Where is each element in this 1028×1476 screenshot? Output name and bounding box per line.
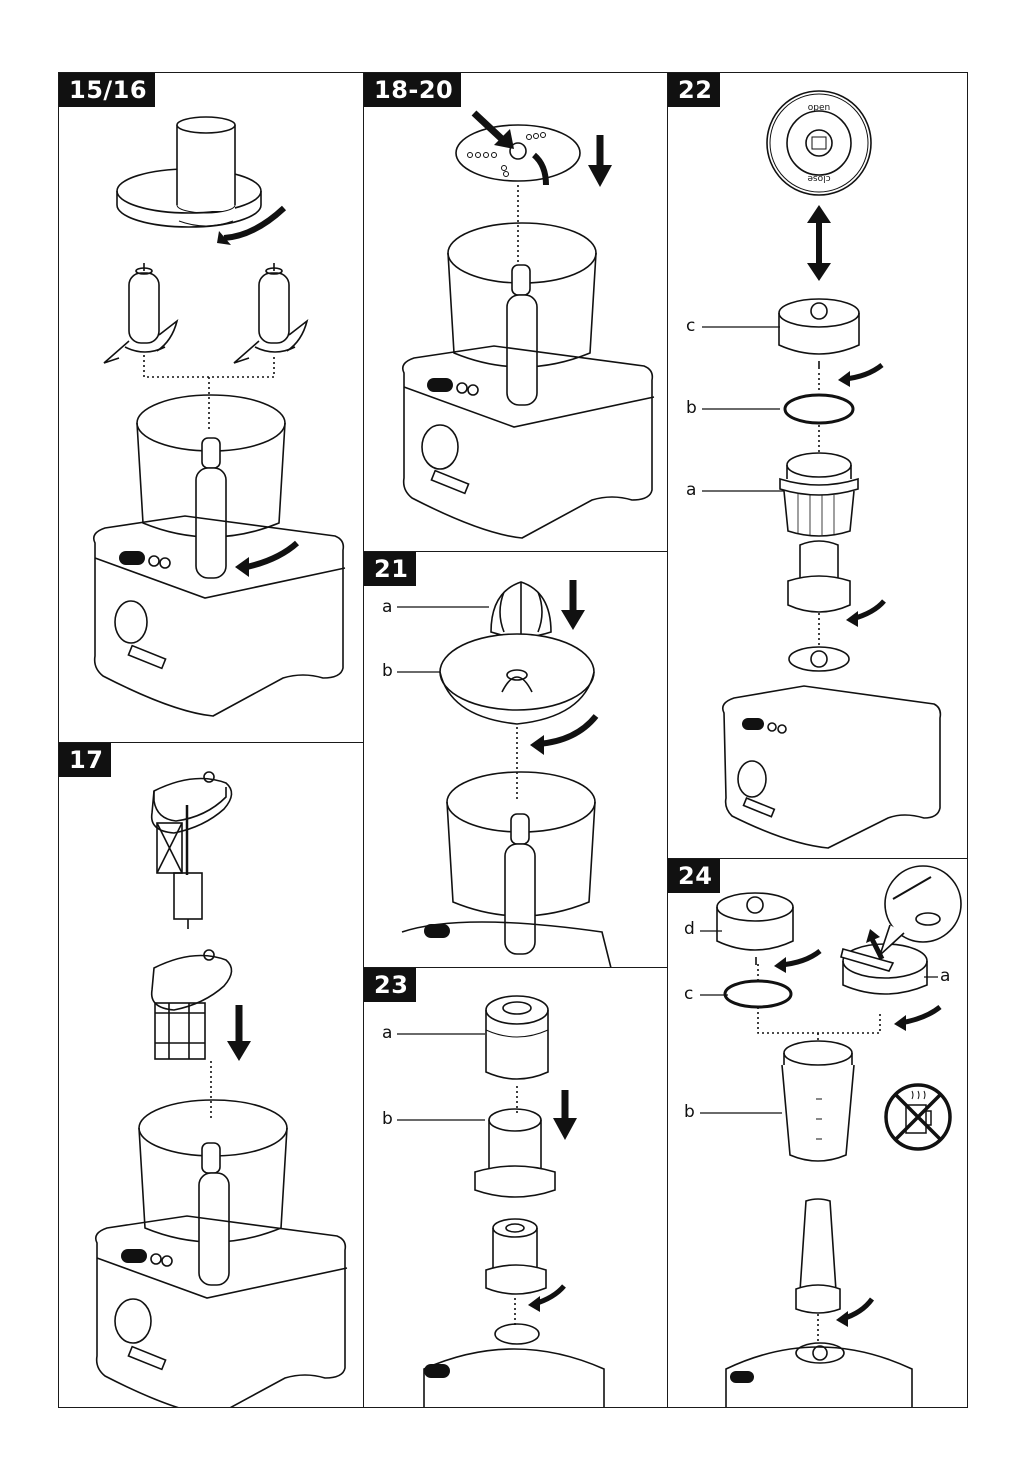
panel-step-18-20: 18-20 (363, 72, 668, 552)
rotate-arrow-icon (223, 205, 287, 241)
chopping-blade-icon (233, 263, 309, 364)
grinder-lid-icon (485, 995, 549, 1080)
sealing-ring-icon (783, 393, 855, 425)
food-processor-base-icon (94, 1215, 348, 1407)
grinder-assembled-icon (485, 1218, 547, 1295)
panel-step-21: 21 a b (363, 551, 668, 968)
grinder-jar-icon (474, 1108, 556, 1198)
panel-step-23: 23 a b (363, 967, 668, 1408)
blender-bottle-icon (781, 1040, 855, 1162)
mixing-bowl-icon (138, 1099, 288, 1286)
grinder-illustration (397, 995, 605, 1407)
step-number: 15/16 (59, 73, 156, 107)
panel-step-24: 24 d c a b (667, 858, 968, 1408)
panel-step-22: 22 c b a open close (667, 72, 968, 859)
step-number: 24 (668, 859, 721, 893)
blender-assembled-icon (795, 1198, 841, 1314)
rotate-arrow-icon (537, 714, 599, 747)
part-label-c: c (686, 316, 696, 336)
alignment-dotted-line (757, 964, 881, 1049)
cap-detail-magnifier-icon (878, 865, 962, 958)
food-processor-base-icon (721, 646, 942, 849)
drive-head-icon (150, 949, 233, 1011)
mill-blade-unit-icon (778, 298, 860, 369)
part-label-a: a (940, 966, 951, 986)
bowl-lid-icon (116, 116, 262, 228)
arrow-head (217, 231, 231, 245)
part-label-a: a (382, 597, 393, 617)
part-label-b: b (684, 1102, 695, 1122)
lid-and-blades-illustration (92, 116, 346, 717)
pointing-arrow-icon (471, 110, 507, 144)
blade-unit-icon (716, 892, 794, 965)
part-label-c: c (684, 984, 694, 1004)
part-label-a: a (686, 480, 697, 500)
close-text: close (807, 173, 831, 183)
food-processor-base-icon (92, 515, 346, 717)
panel-step-17: 17 (58, 742, 364, 1408)
leader-line (702, 326, 784, 492)
drive-head-icon (150, 771, 233, 834)
panel-step-15-16: 15/16 (58, 72, 364, 743)
open-text: open (808, 103, 830, 113)
mixing-bowl-icon (401, 771, 612, 967)
mill-jar-icon (779, 452, 859, 537)
mill-cap-top-view-icon: open close (766, 90, 872, 196)
step-number: 18-20 (364, 73, 462, 107)
step-number: 22 (668, 73, 721, 107)
whisk-icon (156, 805, 203, 929)
slicing-disc-icon (455, 124, 581, 186)
whisk-icon (154, 1002, 206, 1060)
whisk-assembly-illustration (94, 771, 348, 1407)
step-number: 21 (364, 552, 417, 586)
food-processor-base-icon (401, 345, 655, 539)
mill-assembled-icon (787, 540, 851, 613)
part-label-b: b (686, 398, 697, 418)
chopping-blade-icon (103, 263, 179, 364)
leader-line (700, 930, 938, 1114)
leader-line (397, 1033, 485, 1121)
part-label-d: d (684, 919, 695, 939)
citrus-juicer-illustration (397, 580, 612, 967)
blender-bottle-illustration (700, 865, 962, 1407)
step-number: 23 (364, 968, 417, 1002)
mixing-bowl-icon (136, 394, 286, 579)
part-label-b: b (382, 1109, 393, 1129)
mixing-bowl-icon (447, 222, 597, 406)
no-hot-liquids-warning-icon (884, 1083, 952, 1151)
alignment-dotted-line (143, 355, 275, 432)
sealing-ring-icon (723, 979, 793, 1009)
mill-assembly-illustration: open close (702, 90, 942, 849)
part-label-b: b (382, 661, 393, 681)
food-processor-base-icon (725, 1342, 913, 1407)
juicer-sieve-icon (439, 633, 595, 725)
part-label-a: a (382, 1023, 393, 1043)
juicer-cone-icon (490, 581, 552, 638)
food-processor-base-icon (423, 1323, 605, 1407)
rotate-arrow-icon (241, 540, 300, 571)
step-number: 17 (59, 743, 112, 777)
slicing-disc-illustration (401, 110, 655, 539)
